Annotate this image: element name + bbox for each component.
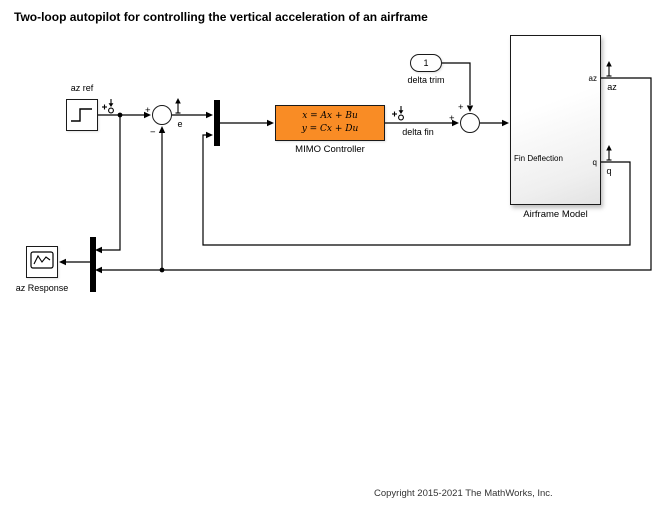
signal-line-az-to-sum[interactable] xyxy=(158,126,166,270)
scope-block-label: az Response xyxy=(15,283,69,293)
sum-inner-sign-plus-top: + xyxy=(458,102,464,113)
signal-line-mux-to-scope[interactable] xyxy=(59,258,90,266)
sum-outer-sign-minus: − xyxy=(150,127,156,138)
airframe-input-port-label: Fin Deflection xyxy=(514,154,563,163)
scope-icon xyxy=(30,251,54,269)
constant-block[interactable]: 1 xyxy=(410,54,442,72)
sum-block-inner[interactable] xyxy=(460,113,480,133)
signal-label-e: e xyxy=(177,119,183,129)
linearization-input-icon[interactable] xyxy=(390,105,406,122)
signal-line-q-feedback[interactable] xyxy=(202,131,631,246)
sum-block-outer[interactable] xyxy=(152,105,172,125)
linearization-input-icon[interactable] xyxy=(100,98,116,115)
sum-outer-sign-plus: + xyxy=(145,105,151,116)
signal-line-delta-trim[interactable] xyxy=(442,62,474,112)
mux-block-controller[interactable] xyxy=(214,100,220,146)
copyright-annotation: Copyright 2015-2021 The MathWorks, Inc. xyxy=(374,488,553,499)
constant-block-label: delta trim xyxy=(407,75,445,85)
airframe-model-label: Airframe Model xyxy=(523,209,588,220)
signal-label-delta-fin: delta fin xyxy=(402,127,434,137)
step-block-label: az ref xyxy=(70,83,94,93)
constant-value: 1 xyxy=(423,58,429,68)
signal-line-delta-fin[interactable] xyxy=(385,119,459,127)
mimo-controller-label: MIMO Controller xyxy=(295,144,365,155)
sum-inner-sign-plus-left: + xyxy=(449,113,455,124)
step-icon xyxy=(71,108,92,122)
step-block[interactable] xyxy=(66,99,98,131)
signal-line-e[interactable] xyxy=(172,111,213,119)
linearization-output-icon[interactable] xyxy=(604,144,614,161)
state-equation-line2: y = Cx + Du xyxy=(301,124,359,134)
signal-line-az-feedback[interactable] xyxy=(95,77,652,274)
model-title-annotation: Two-loop autopilot for controlling the v… xyxy=(14,10,428,24)
mux-block-scope[interactable] xyxy=(90,237,96,292)
scope-block[interactable] xyxy=(26,246,58,278)
signal-label-q: q xyxy=(606,166,612,176)
signal-line-azref-tap[interactable] xyxy=(95,115,121,254)
mimo-controller-block[interactable]: x = Ax + Bu y = Cx + Du xyxy=(275,105,385,141)
signal-label-az: az xyxy=(607,82,617,92)
signal-line-fin-deflection[interactable] xyxy=(480,119,509,127)
airframe-output-port-q-label: q xyxy=(592,158,597,167)
signal-line-mux-to-controller[interactable] xyxy=(220,119,274,127)
linearization-output-icon[interactable] xyxy=(604,60,614,77)
airframe-model-block[interactable]: Fin Deflection az q xyxy=(510,35,601,205)
airframe-output-port-az-label: az xyxy=(588,74,597,83)
linearization-output-icon[interactable] xyxy=(173,97,183,114)
state-equation-line1: x = Ax + Bu xyxy=(302,111,358,121)
